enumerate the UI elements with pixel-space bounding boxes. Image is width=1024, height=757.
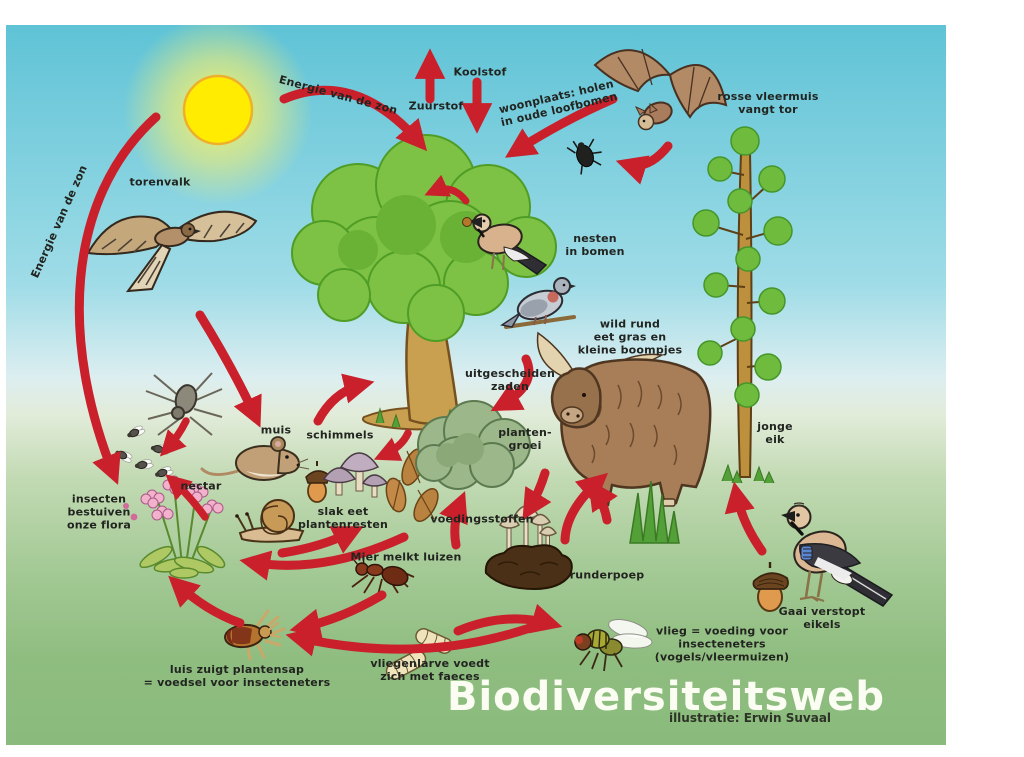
arrow-sun-to-tree: [279, 85, 428, 152]
arrow-acorn-to-young-oak: [724, 481, 767, 556]
arrow-bat-to-beetle: [615, 141, 673, 185]
arrow-dung-to-nutrients: [439, 491, 468, 550]
kestrel-illustration: [86, 210, 258, 293]
arrow-ant-to-louse: [289, 590, 387, 639]
young-oak-illustration: [692, 126, 793, 484]
arrow-cattle-to-dung: [522, 468, 552, 521]
illustrator-credit: illustratie: Erwin Suvaal: [668, 711, 832, 725]
arrow-bat-home-to-tree: [505, 94, 618, 158]
mouse-illustration: [200, 436, 310, 481]
acorn-large-illustration: [752, 562, 789, 612]
jay-in-tree-illustration: [462, 213, 548, 275]
arrow-pigeon-seeds-to-shrub: [490, 354, 534, 412]
wild-cattle-illustration: [536, 331, 712, 509]
arrow-dung-area-to-flowers: [239, 532, 409, 581]
illustration-stage: Energie van de zon Energie van de zon Zu…: [6, 25, 946, 745]
wood-pigeon-illustration: [500, 277, 576, 329]
snail-illustration: [235, 499, 305, 543]
arrow-flowers-to-nectar-flies: [165, 474, 209, 521]
arrow-kestrel-to-mouse: [195, 310, 262, 428]
illustration-canvas: [6, 25, 946, 745]
arrow-louse-to-flowers: [168, 575, 245, 628]
bat-illustration: [593, 48, 728, 131]
arrow-grass-to-cattle: [560, 472, 609, 545]
arrow-fly-to-louse: [285, 618, 549, 657]
plant-louse-illustration: [224, 609, 286, 661]
ant-illustration: [349, 552, 415, 596]
arrow-treetop-left: [424, 174, 470, 205]
poster-title: Biodiversiteitsweb: [446, 674, 886, 720]
jay-on-ground-illustration: [781, 502, 894, 607]
fungi-mushrooms-illustration: [322, 452, 389, 498]
shrub-illustration: [415, 400, 531, 490]
arrow-spider-to-flies: [159, 417, 190, 457]
grass-tuft-illustration: [629, 480, 680, 544]
arrow-fungi-to-tree: [313, 373, 375, 426]
arrow-tree-to-fungi: [373, 429, 412, 461]
spider-illustration: [145, 372, 223, 436]
arrow-snail-to-leaves: [277, 526, 364, 558]
beetle-illustration: [566, 138, 602, 175]
fly-illustration: [574, 619, 653, 672]
sun-illustration: [123, 25, 313, 205]
acorn-illustration: [305, 461, 330, 503]
arrow-sun-to-insects: [74, 112, 161, 485]
